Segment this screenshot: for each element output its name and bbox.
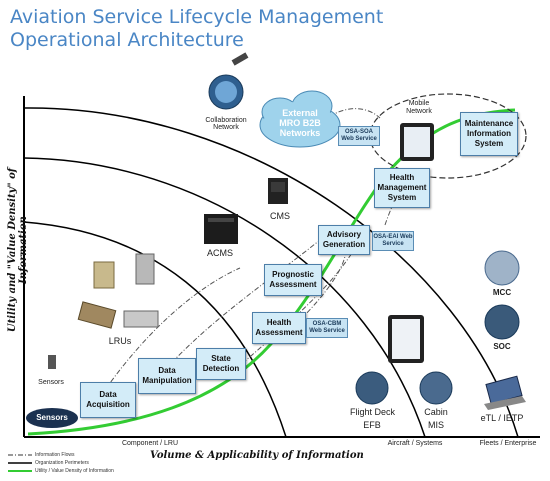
sensor-icon: [48, 355, 56, 369]
health-assessment-box: Health Assessment: [252, 312, 306, 344]
info-flow-2: [164, 239, 321, 371]
mro-cloud: [259, 90, 341, 148]
perimeter-arc-inner: [23, 221, 287, 438]
cabin-photo: [419, 371, 453, 405]
x-tick-fleets: Fleets / Enterprise: [479, 440, 537, 447]
x-tick-component: Component / LRU: [121, 440, 179, 447]
x-tick-aircraft: Aircraft / Systems: [387, 440, 443, 447]
data-acquisition-box: Data Acquisition: [80, 382, 136, 418]
info-flow-4: [299, 244, 347, 321]
lru-2: [135, 253, 155, 285]
soc-label: SOC: [493, 342, 511, 351]
info-flow-3: [234, 247, 356, 371]
legend-utility: Utility / Value Density of Information: [35, 468, 114, 474]
perimeter-arc-outer: [23, 107, 519, 438]
mis-label: MIS: [427, 420, 444, 430]
etl-ietp-label: eTL / IETP: [480, 413, 524, 423]
advisory-generation-box: Advisory Generation: [318, 225, 370, 255]
title-line-2: Operational Architecture: [10, 29, 244, 51]
info-flow-1: [104, 267, 241, 391]
sensors-dark-label: Sensors: [36, 413, 68, 422]
acms-label: ACMS: [206, 248, 233, 258]
mcc-photo: [484, 250, 520, 286]
collaboration-network-label: Collaboration Network: [205, 117, 247, 131]
legend-org-perimeters: Organization Perimeters: [35, 460, 89, 466]
sensors-small-label: Sensors: [38, 379, 64, 386]
efb-label: EFB: [363, 420, 381, 430]
x-axis-label: Volume & Applicability of Information: [150, 450, 364, 461]
diagram-title: Aviation Service Lifecycle Management Op…: [10, 6, 383, 52]
lru-4: [123, 310, 159, 328]
y-axis-label: Utility and "Value Density" of Informati…: [7, 167, 29, 333]
sensors-ellipse: [26, 408, 78, 428]
maintenance-information-system-box: Maintenance Information System: [460, 112, 518, 156]
prognostic-assessment-box: Prognostic Assessment: [264, 264, 322, 296]
osa-cbm-web-service: OSA-CBM Web Service: [306, 318, 348, 338]
flight-deck-photo: [355, 371, 389, 405]
perimeter-arc-middle: [23, 157, 426, 438]
data-manipulation-box: Data Manipulation: [138, 358, 196, 394]
soc-photo: [484, 304, 520, 340]
cms-label: CMS: [270, 211, 290, 221]
mobile-network-label: Mobile Network: [406, 100, 432, 115]
osa-eai-web-service: OSA-EAI Web Service: [372, 231, 414, 251]
legend-info-flows: Information Flows: [35, 452, 75, 458]
lrus-label: LRUs: [108, 336, 132, 346]
title-line-1: Aviation Service Lifecycle Management: [10, 6, 384, 28]
state-detection-box: State Detection: [196, 348, 246, 380]
osa-soa-web-service: OSA-SOA Web Service: [338, 126, 380, 146]
external-mro-label: External MRO B2B Networks: [279, 108, 321, 138]
lru-3: [77, 301, 117, 329]
mcc-label: MCC: [492, 288, 512, 297]
cabin-label: Cabin: [424, 407, 448, 417]
satellite-icon: [231, 52, 249, 66]
flight-deck-label: Flight Deck: [350, 407, 396, 417]
health-management-system-box: Health Management System: [374, 168, 430, 208]
lru-1: [93, 261, 115, 289]
